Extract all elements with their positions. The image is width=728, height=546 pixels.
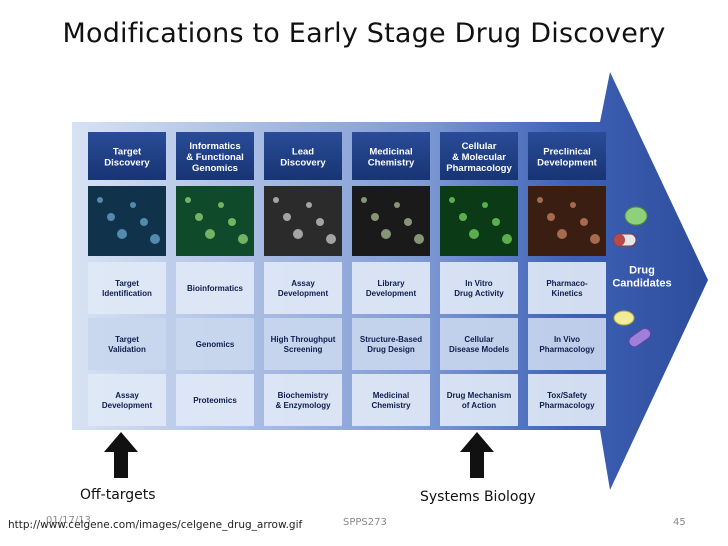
stage-cell-box	[176, 374, 254, 426]
pill-icons	[613, 206, 652, 348]
off-targets-label: Off-targets	[80, 487, 156, 503]
stage-cell-label: Pharmaco-Kinetics	[546, 279, 588, 298]
slide-title: Modifications to Early Stage Drug Discov…	[62, 18, 666, 49]
stage-cell-label: Biochemistry& Enzymology	[275, 391, 331, 410]
stage-header-box	[88, 132, 166, 180]
footer-date: 01/17/13	[46, 515, 91, 526]
stage-illustration	[88, 186, 166, 256]
stage-cell-box	[440, 374, 518, 426]
footer-source-url[interactable]: http://www.celgene.com/images/celgene_dr…	[8, 519, 303, 531]
stage-cell-box	[88, 262, 166, 314]
stage-header-box	[528, 132, 606, 180]
stage-cell-box	[264, 262, 342, 314]
stage-cell-box	[352, 262, 430, 314]
stage-header-box	[264, 132, 342, 180]
stage-cell-box	[176, 318, 254, 370]
stage-header-box	[176, 132, 254, 180]
stage-cell-box	[528, 262, 606, 314]
stage-cell-label: Proteomics	[193, 396, 237, 405]
stage-illustration	[528, 186, 606, 256]
stage-illustration	[176, 186, 254, 256]
systems-biology-arrow	[460, 432, 494, 478]
footer-page-number: 45	[673, 517, 686, 528]
off-targets-arrow	[104, 432, 138, 478]
stage-cell-box	[352, 318, 430, 370]
footer-course: SPPS273	[343, 517, 387, 528]
stage-cell-box	[440, 262, 518, 314]
stage-illustration	[352, 186, 430, 256]
stage-cell-box	[88, 374, 166, 426]
stage-cell-label: Genomics	[196, 340, 235, 349]
stage-illustration	[440, 186, 518, 256]
stage-cell-box	[264, 318, 342, 370]
systems-biology-label: Systems Biology	[420, 489, 536, 505]
stage-cell-box	[88, 318, 166, 370]
stage-cell-box	[352, 374, 430, 426]
stage-header-box	[352, 132, 430, 180]
stage-illustration	[264, 186, 342, 256]
stage-cell-box	[176, 262, 254, 314]
stage-cell-box	[528, 374, 606, 426]
stage-cell-label: Bioinformatics	[187, 284, 244, 293]
stage-cell-box	[528, 318, 606, 370]
stage-header-box	[440, 132, 518, 180]
stage-cell-box	[264, 374, 342, 426]
stage-cell-box	[440, 318, 518, 370]
